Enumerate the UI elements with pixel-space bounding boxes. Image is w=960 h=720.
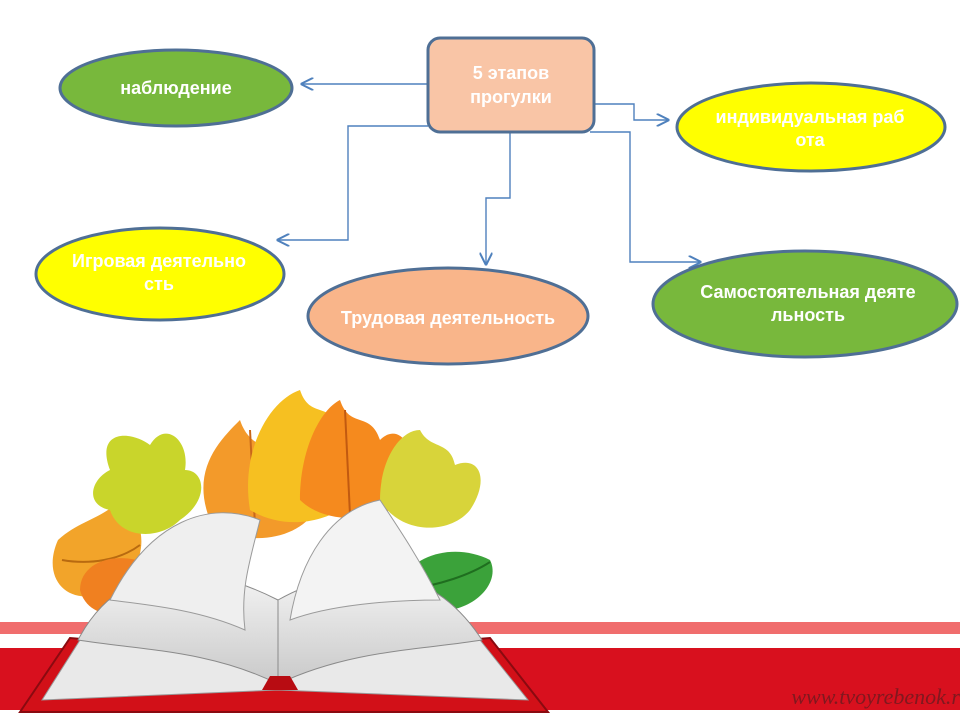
leaf-green-yellow-right bbox=[380, 430, 481, 528]
node-observation-label: наблюдение bbox=[98, 56, 254, 120]
node-observation-text: наблюдение bbox=[120, 77, 232, 98]
node-independent-label: Самостоятельная деятельность bbox=[700, 276, 916, 332]
node-play-shape bbox=[34, 226, 286, 322]
connector-to-play bbox=[278, 125, 428, 240]
node-play-label: Игровая деятельность bbox=[70, 230, 248, 316]
node-labor-shape bbox=[306, 266, 590, 366]
node-independent-text: Самостоятельная деятельность bbox=[700, 282, 916, 325]
node-shapes bbox=[34, 48, 959, 366]
book-flipping-page-left bbox=[109, 512, 261, 631]
connector-to-independent bbox=[590, 131, 700, 262]
center-node-label: 5 этапов прогулки bbox=[436, 44, 586, 126]
node-independent-shape bbox=[651, 249, 959, 359]
connector-to-individual bbox=[594, 103, 668, 120]
center-node-text: 5 этапов прогулки bbox=[470, 63, 552, 107]
node-individual-text: индивидуальная работа bbox=[715, 107, 905, 150]
node-labor-label: Трудовая деятельность bbox=[338, 290, 558, 346]
connector-to-labor bbox=[486, 132, 511, 264]
node-individual-shape bbox=[675, 81, 947, 173]
book-spine-bookmark bbox=[262, 676, 298, 690]
node-play-text: Игровая деятельность bbox=[72, 251, 246, 294]
center-node bbox=[426, 36, 596, 134]
book-flipping-page-right bbox=[289, 499, 441, 621]
leaf-green-left bbox=[93, 433, 202, 534]
node-labor-text: Трудовая деятельность bbox=[340, 307, 556, 328]
node-individual-label: индивидуальная работа bbox=[712, 104, 908, 154]
open-book-illustration bbox=[18, 499, 551, 713]
node-observation-shape bbox=[58, 48, 294, 128]
site-watermark: www.tvoyrebenok.r bbox=[791, 684, 960, 709]
connectors bbox=[278, 84, 700, 264]
